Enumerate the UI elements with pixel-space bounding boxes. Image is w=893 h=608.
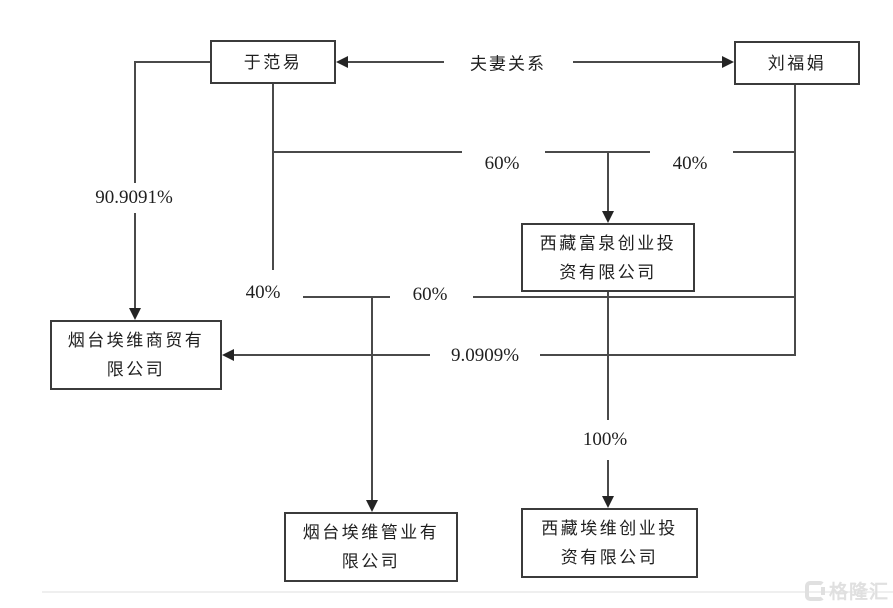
label-pct-9-0909: 9.0909% (450, 345, 520, 366)
edge-lower-horizontal-seg1 (303, 296, 390, 298)
arrowhead-into-guanye-top (366, 500, 378, 512)
edge-fuquan-to-aiwei-upper (607, 292, 609, 420)
node-yantai-shangmao-label-line1: 烟台埃维商贸有 (67, 331, 205, 350)
label-pct-60-mid: 60% (412, 284, 448, 305)
edge-liu-bottom-vertical (794, 85, 796, 355)
node-yantai-guanye-label-line2: 限公司 (341, 552, 401, 571)
edge-upper-horizontal-seg2 (545, 151, 650, 153)
label-spouse-relation: 夫妻关系 (470, 54, 546, 74)
node-yantai-guanye-label-line1: 烟台埃维管业有 (302, 523, 440, 542)
edge-spouse-left-line (348, 61, 444, 63)
node-xizang-fuquan-label-line1: 西藏富泉创业投 (539, 233, 677, 253)
arrowhead-into-liu-fujuan (722, 56, 734, 68)
arrowhead-into-shangmao-top (129, 308, 141, 320)
node-xizang-aiwei-label-line2: 资有限公司 (560, 548, 659, 567)
edge-fuquan-to-aiwei-lower (607, 460, 609, 498)
gelonghui-logo-icon (804, 580, 825, 601)
edge-into-fuquan-vertical (607, 151, 609, 213)
edge-spouse-right-line (573, 61, 722, 63)
bottom-divider (42, 591, 893, 593)
node-yu-fanyi-label: 于范易 (243, 52, 303, 72)
label-pct-40-mid: 40% (245, 282, 281, 303)
node-yu-fanyi: 于范易 (210, 40, 336, 84)
node-liu-fujuan: 刘福娟 (734, 41, 860, 85)
arrowhead-into-fuquan-top (602, 211, 614, 223)
edge-upper-horizontal-seg1 (272, 151, 462, 153)
gelonghui-watermark: 格隆汇 (804, 577, 889, 604)
edge-9pct-seg2 (540, 354, 796, 356)
node-xizang-aiwei-label-line1: 西藏埃维创业投 (541, 519, 678, 538)
gelonghui-watermark-text: 格隆汇 (828, 582, 889, 603)
edge-into-guanye-vertical (371, 296, 373, 502)
arrowhead-into-yu-fanyi (336, 56, 348, 68)
node-xizang-fuquan-label-line2: 资有限公司 (559, 262, 657, 282)
node-xizang-fuquan: 西藏富泉创业投 资有限公司 (521, 223, 695, 292)
node-liu-fujuan-label: 刘福娟 (767, 53, 827, 73)
edge-upper-horizontal-seg3 (733, 151, 796, 153)
label-pct-90-9091: 90.9091% (95, 187, 173, 208)
label-pct-100: 100% (582, 429, 628, 450)
node-xizang-aiwei: 西藏埃维创业投 资有限公司 (521, 508, 698, 578)
arrowhead-into-aiwei-top (602, 496, 614, 508)
edge-yu-to-shangmao-vertical-lower (134, 213, 136, 309)
node-yantai-shangmao-label-line2: 限公司 (106, 360, 166, 379)
label-pct-60-top: 60% (484, 153, 520, 174)
arrowhead-into-shangmao-right (222, 349, 234, 361)
edge-yu-to-shangmao-vertical-upper (134, 61, 136, 183)
edge-yu-bottom-vertical (272, 84, 274, 270)
label-pct-40-top: 40% (672, 153, 708, 174)
node-yantai-guanye: 烟台埃维管业有 限公司 (284, 512, 458, 582)
node-yantai-shangmao: 烟台埃维商贸有 限公司 (50, 320, 222, 390)
edge-9pct-seg1 (234, 354, 430, 356)
edge-lower-horizontal-seg2 (473, 296, 796, 298)
edge-yu-left-horizontal (134, 61, 212, 63)
